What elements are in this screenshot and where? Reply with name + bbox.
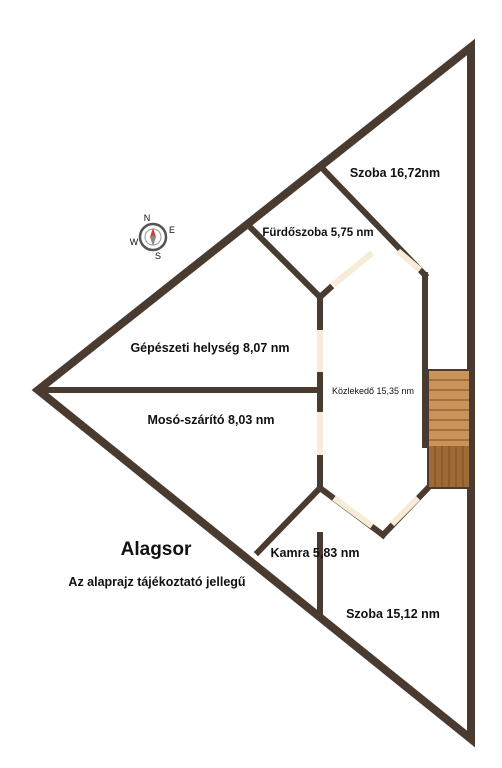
compass-icon: N E S W [130,213,175,261]
room-label-moso: Mosó-szárító 8,03 nm [147,413,274,427]
staircase [427,369,471,489]
room-label-kamra: Kamra 5,83 nm [271,546,360,560]
room-label-gepeszeti: Gépészeti helység 8,07 nm [130,341,289,355]
inner-walls [43,161,433,615]
compass-s: S [155,251,161,261]
plan-title: Alagsor [121,539,192,560]
plan-note: Az alaprajz tájékoztató jellegű [68,575,245,589]
door-szoba1 [396,248,422,273]
room-label-szoba2: Szoba 15,12 nm [346,607,440,621]
door-kamra [332,495,374,529]
door-szoba2 [389,495,421,527]
compass-n: N [144,213,151,223]
room-label-szoba1: Szoba 16,72nm [350,166,440,180]
door-furdo [331,250,374,288]
room-label-kozlekedo: Közlekedő 15,35 nm [332,386,414,396]
door-openings [317,248,422,529]
compass-e: E [169,225,175,235]
compass-w: W [130,237,139,247]
room-label-furdo: Fürdőszoba 5,75 nm [262,227,373,239]
